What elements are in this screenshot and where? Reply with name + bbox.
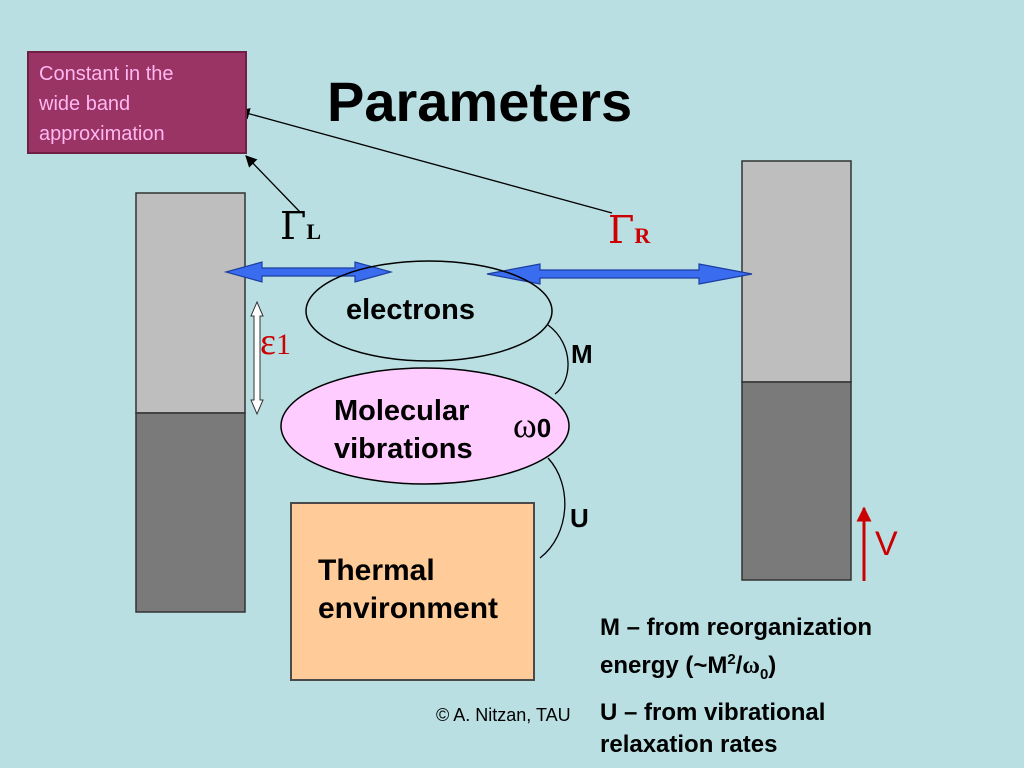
right-electrode [741,160,852,581]
vibrations-ellipse [280,367,570,485]
note-m-subscript: 0 [759,665,769,683]
thermal-environment-label: Thermal environment [318,552,498,628]
bias-label: V [875,525,898,563]
gamma-right-symbol: Γ [608,208,635,252]
note-m: M – from reorganization energy (~M2/ω0) [600,612,872,691]
callout-line-2: wide band [39,93,131,115]
thermal-line-1: Thermal [318,554,435,587]
pointer-line-right [237,108,613,214]
gamma-left-symbol: Γ [280,204,307,248]
note-m-superscript: 2 [727,651,736,668]
gamma-right-subscript: R [634,223,651,248]
note-m-slash: / [735,652,743,679]
pointer-line-left [245,155,301,213]
callout-line-1: Constant in the [39,63,174,85]
coupling-u-label: U [570,503,589,533]
coupling-curve-m [547,324,569,395]
gamma-right-label: ΓR [608,210,650,250]
note-m-line-1: M – from reorganization [600,614,873,641]
note-m-suffix: ) [768,652,777,679]
left-electrode [135,192,246,613]
gamma-left-arrow [223,261,394,283]
coupling-curve-u [539,457,566,559]
omega-symbol: ω [513,405,537,445]
omega-subscript: 0 [536,413,552,443]
note-m-line-2: energy (~M2/ω0) [600,644,872,691]
thermal-environment-box [290,502,535,681]
note-u-line-1: U – from vibrational [600,699,826,726]
note-u: U – from vibrational relaxation rates [600,697,825,761]
epsilon-symbol: ε [260,321,276,363]
coupling-m-label: M [571,339,593,369]
note-u-line-2: relaxation rates [600,731,778,758]
thermal-line-2: environment [318,592,499,625]
vibrations-line-1: Molecular [334,395,470,427]
wide-band-callout: Constant in the wide band approximation [27,51,247,154]
omega-label: ω0 [513,405,551,445]
note-m-omega: ω [742,653,760,679]
gamma-right-arrow [486,263,753,285]
gamma-left-label: ΓL [280,206,321,246]
vibrations-label: Molecular vibrations [334,392,473,468]
callout-line-3: approximation [39,123,165,145]
copyright-text: © A. Nitzan, TAU [436,705,571,725]
epsilon-label: ε1 [260,322,291,362]
vibrations-line-2: vibrations [334,433,473,465]
note-m-prefix: energy (~M [600,652,728,679]
epsilon-subscript: 1 [275,328,291,361]
gamma-left-subscript: L [306,219,322,244]
slide-title: Parameters [327,70,633,133]
electrons-label: electrons [346,294,475,326]
electrons-ellipse [305,260,553,362]
epsilon-level-arrow [250,300,264,416]
